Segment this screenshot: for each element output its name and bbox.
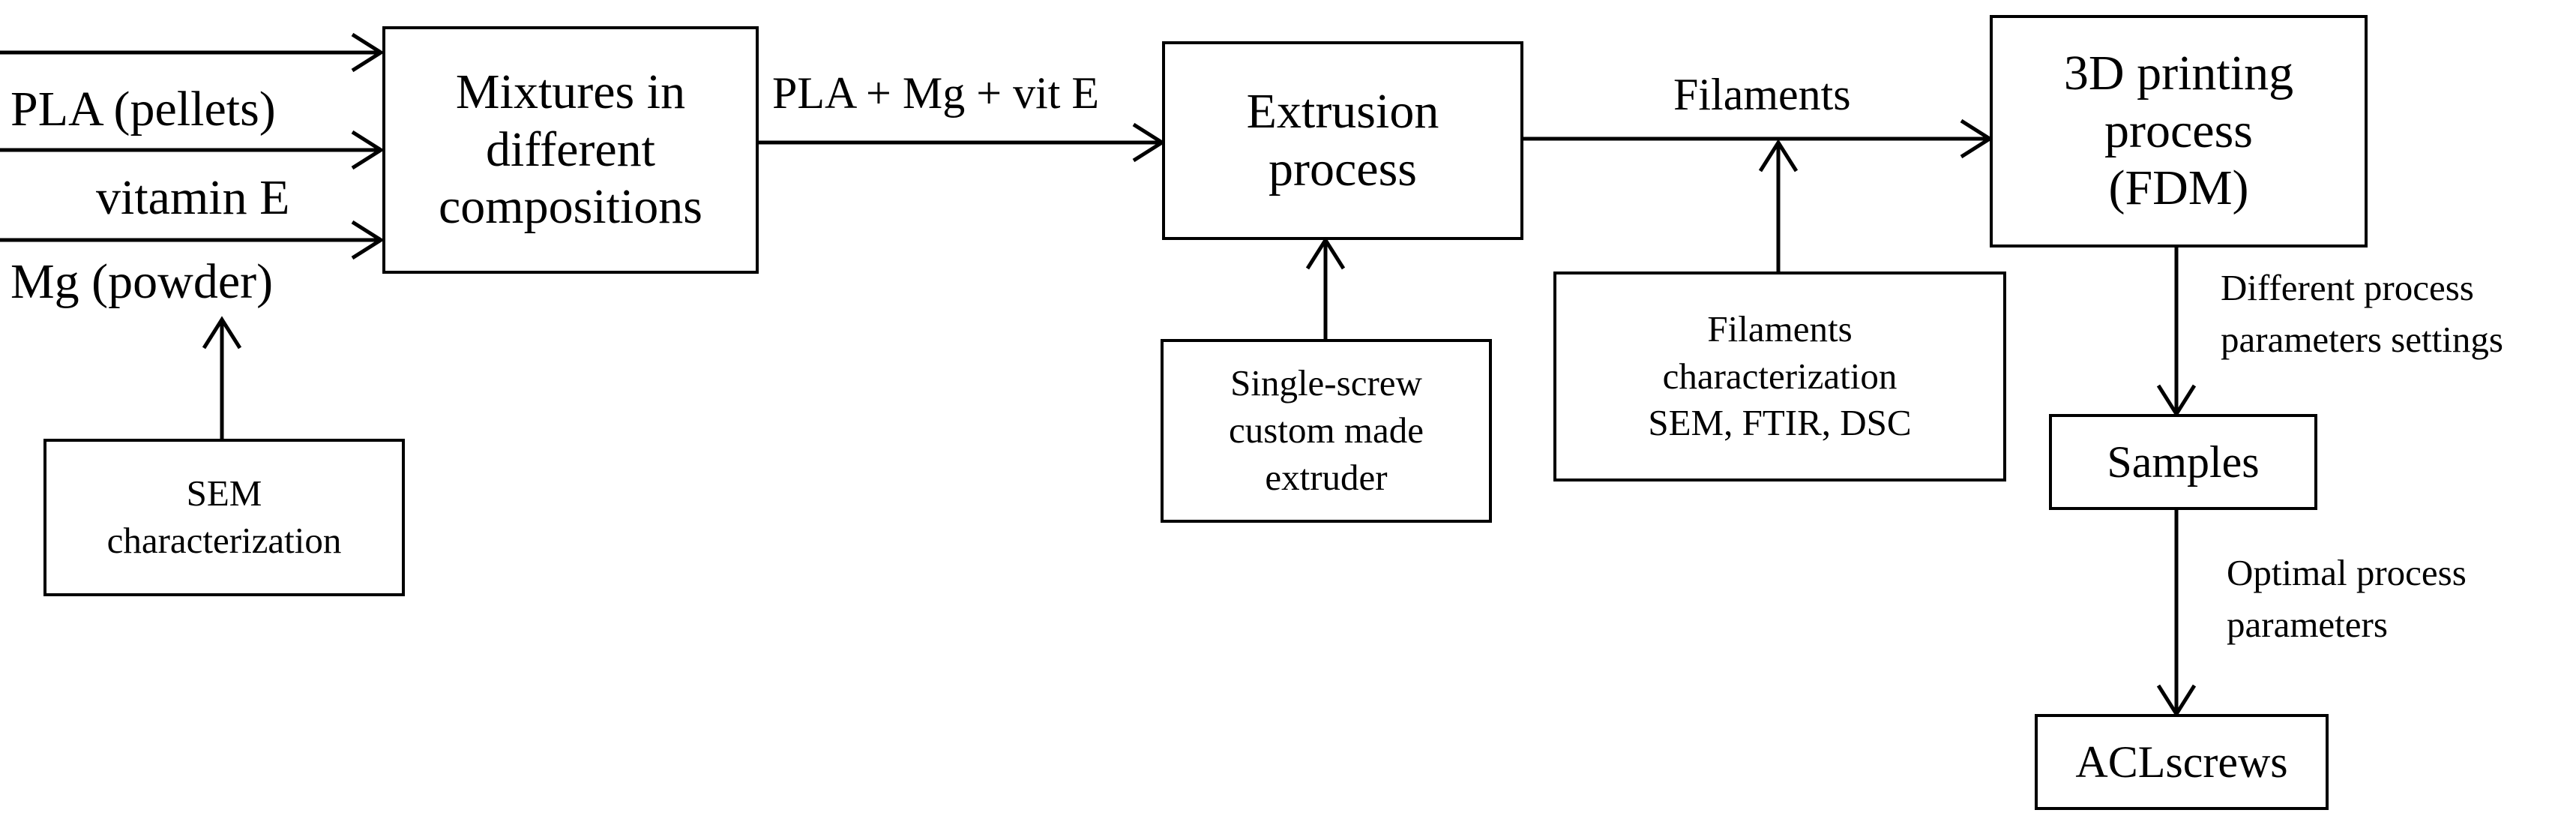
- mixtures-line-2: different: [485, 122, 655, 177]
- extrusion-line-1: Extrusion: [1246, 83, 1439, 139]
- extruder-line-1: Single-screw: [1230, 362, 1422, 404]
- filaments-char-line-3: SEM, FTIR, DSC: [1648, 402, 1912, 444]
- mixtures-line-3: compositions: [438, 179, 702, 235]
- extruder-box: Single-screw custom made extruder: [1161, 339, 1492, 523]
- samples-label: Samples: [2107, 437, 2260, 487]
- extrusion-line-2: process: [1269, 141, 1417, 196]
- optimal-parameters-label: Optimal process parameters: [2227, 548, 2467, 650]
- extruder-line-2: custom made: [1229, 410, 1424, 452]
- printing-line-1: 3D printing: [2063, 46, 2294, 101]
- sem-characterization-box: SEM characterization: [43, 439, 405, 596]
- arrow-extruder-to-extrusion-head: [1305, 236, 1346, 270]
- filaments-char-line-1: Filaments: [1707, 308, 1853, 350]
- optimal-parameters-line-2: parameters: [2227, 603, 2388, 645]
- arrow-mg-to-mixtures-head: [351, 220, 385, 260]
- printing-line-2: process: [2104, 103, 2253, 158]
- acl-screws-box: ACLscrews: [2035, 714, 2329, 810]
- different-settings-line-1: Different process: [2221, 267, 2474, 308]
- arrow-sem-to-mg-head: [202, 316, 242, 350]
- input-pla-label: PLA (pellets): [10, 82, 276, 136]
- acl-screws-label: ACLscrews: [2075, 737, 2288, 787]
- filaments-flow-label: Filaments: [1673, 70, 1851, 119]
- different-settings-label: Different process parameters settings: [2221, 262, 2503, 365]
- input-mg-label: Mg (powder): [10, 254, 274, 309]
- optimal-parameters-line-1: Optimal process: [2227, 552, 2467, 593]
- sem-characterization-line-2: characterization: [106, 520, 342, 561]
- arrow-pla-to-mixtures-head: [351, 32, 385, 73]
- extrusion-process-box: Extrusion process: [1162, 41, 1523, 240]
- different-settings-line-2: parameters settings: [2221, 318, 2503, 360]
- printing-line-3: (FDM): [2108, 160, 2249, 216]
- arrow-vitamin-to-mixtures-head: [351, 130, 385, 170]
- mixtures-box: Mixtures in different compositions: [382, 26, 759, 274]
- 3d-printing-box: 3D printing process (FDM): [1990, 15, 2368, 248]
- sem-characterization-line-1: SEM: [186, 472, 262, 514]
- arrow-filamentchar-to-filaments-head: [1758, 139, 1799, 172]
- filaments-char-line-2: characterization: [1662, 355, 1898, 397]
- mixtures-line-1: Mixtures in: [455, 64, 686, 120]
- extruder-line-3: extruder: [1265, 456, 1388, 498]
- filaments-characterization-box: Filaments characterization SEM, FTIR, DS…: [1553, 272, 2006, 482]
- mixture-flow-label: PLA + Mg + vit E: [772, 68, 1100, 118]
- input-vitamin-label: vitamin E: [96, 170, 290, 225]
- samples-box: Samples: [2049, 414, 2317, 510]
